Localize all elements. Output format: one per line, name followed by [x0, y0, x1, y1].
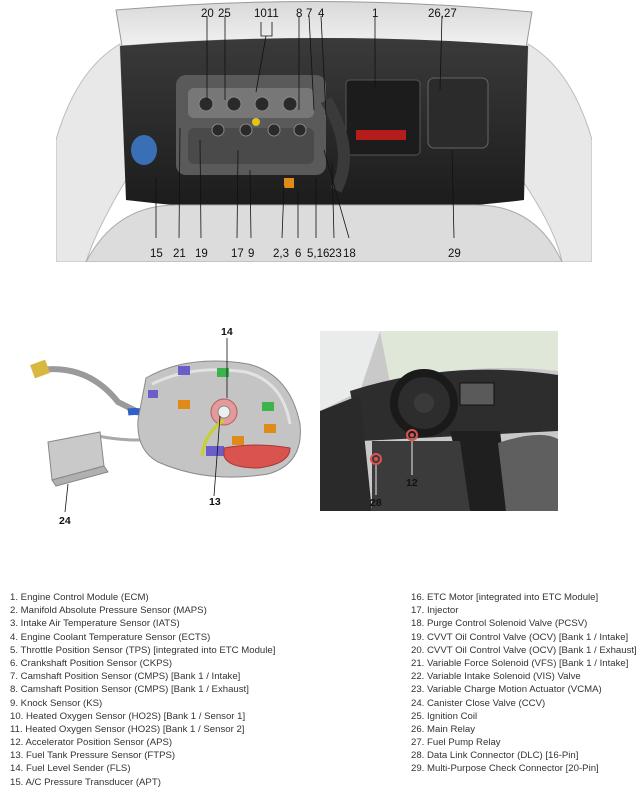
fuel-tank-illustration [30, 338, 301, 513]
legend-item: 22. Variable Intake Solenoid (VIS) Valve [411, 671, 581, 683]
callout-14: 14 [221, 326, 233, 338]
legend-item: 23. Variable Charge Motion Actuator (VCM… [411, 684, 602, 696]
callout-15: 15 [150, 248, 163, 260]
callout-25: 25 [218, 8, 231, 20]
callout-12: 12 [406, 477, 418, 489]
callout-18: 18 [343, 248, 356, 260]
callout-5-16: 5,16 [307, 248, 330, 260]
legend-item: 16. ETC Motor [integrated into ETC Modul… [411, 592, 599, 603]
legend-item: 26. Main Relay [411, 723, 475, 735]
component-legend-right: 16. ETC Motor [integrated into ETC Modul… [411, 591, 637, 776]
legend-item: 29. Multi-Purpose Check Connector [20-Pi… [411, 763, 599, 775]
legend-item: 8. Camshaft Position Sensor (CMPS) [Bank… [10, 684, 249, 696]
fuel-tank-figure: 14 13 24 [28, 324, 310, 530]
legend-item: 6. Crankshaft Position Sensor (CKPS) [10, 657, 173, 669]
callout-4: 4 [318, 8, 325, 20]
legend-item: 28. Data Link Connector (DLC) [16-Pin] [411, 750, 579, 762]
legend-item: 11. Heated Oxygen Sensor (HO2S) [Bank 1 … [10, 723, 245, 735]
legend-item: 20. CVVT Oil Control Valve (OCV) [Bank 1… [411, 644, 637, 656]
callout-24: 24 [59, 515, 71, 527]
callout-29: 29 [448, 248, 461, 260]
callout-9: 9 [248, 248, 255, 260]
legend-item: 18. Purge Control Solenoid Valve (PCSV) [411, 618, 588, 630]
legend-item: 10. Heated Oxygen Sensor (HO2S) [Bank 1 … [10, 710, 246, 722]
callout-28: 28 [370, 497, 382, 509]
callout-21: 21 [173, 248, 186, 260]
legend-item: 14. Fuel Level Sender (FLS) [10, 763, 131, 775]
component-legend-left: 1. Engine Control Module (ECM) 2. Manifo… [10, 591, 275, 789]
callout-20: 20 [201, 8, 214, 20]
callout-13: 13 [209, 496, 221, 508]
legend-item: 7. Camshaft Position Sensor (CMPS) [Bank… [10, 671, 241, 683]
callout-6: 6 [295, 248, 302, 260]
legend-item: 3. Intake Air Temperature Sensor (IATS) [10, 618, 180, 630]
legend-item: 24. Canister Close Valve (CCV) [411, 697, 546, 709]
legend-item: 1. Engine Control Module (ECM) [10, 592, 149, 603]
callout-10-11: 1011 [254, 8, 279, 20]
legend-item: 27. Fuel Pump Relay [411, 737, 501, 749]
legend-item: 4. Engine Coolant Temperature Sensor (EC… [10, 631, 211, 643]
legend-item: 12. Accelerator Position Sensor (APS) [10, 737, 173, 749]
engine-bay-illustration [55, 0, 593, 263]
interior-illustration [320, 331, 558, 511]
callout-23: 23 [329, 248, 342, 260]
engine-bay-figure: 20 25 1011 8 7 4 1 26,27 15 21 19 17 9 2… [55, 0, 593, 263]
callout-2-3: 2,3 [273, 248, 289, 260]
legend-item: 2. Manifold Absolute Pressure Sensor (MA… [10, 605, 207, 617]
legend-item: 5. Throttle Position Sensor (TPS) [integ… [10, 644, 276, 656]
legend-item: 21. Variable Force Solenoid (VFS) [Bank … [411, 657, 629, 669]
callout-1: 1 [372, 8, 379, 20]
legend-item: 9. Knock Sensor (KS) [10, 697, 103, 709]
legend-item: 15. A/C Pressure Transducer (APT) [10, 776, 161, 788]
legend-item: 17. Injector [411, 605, 459, 617]
callout-7: 7 [306, 8, 313, 20]
callout-19: 19 [195, 248, 208, 260]
legend-item: 25. Ignition Coil [411, 710, 478, 722]
callout-8: 8 [296, 8, 303, 20]
callout-17: 17 [231, 248, 244, 260]
callout-26-27: 26,27 [428, 8, 457, 20]
interior-figure: 12 28 [320, 331, 558, 511]
legend-item: 19. CVVT Oil Control Valve (OCV) [Bank 1… [411, 631, 629, 643]
legend-item: 13. Fuel Tank Pressure Sensor (FTPS) [10, 750, 176, 762]
